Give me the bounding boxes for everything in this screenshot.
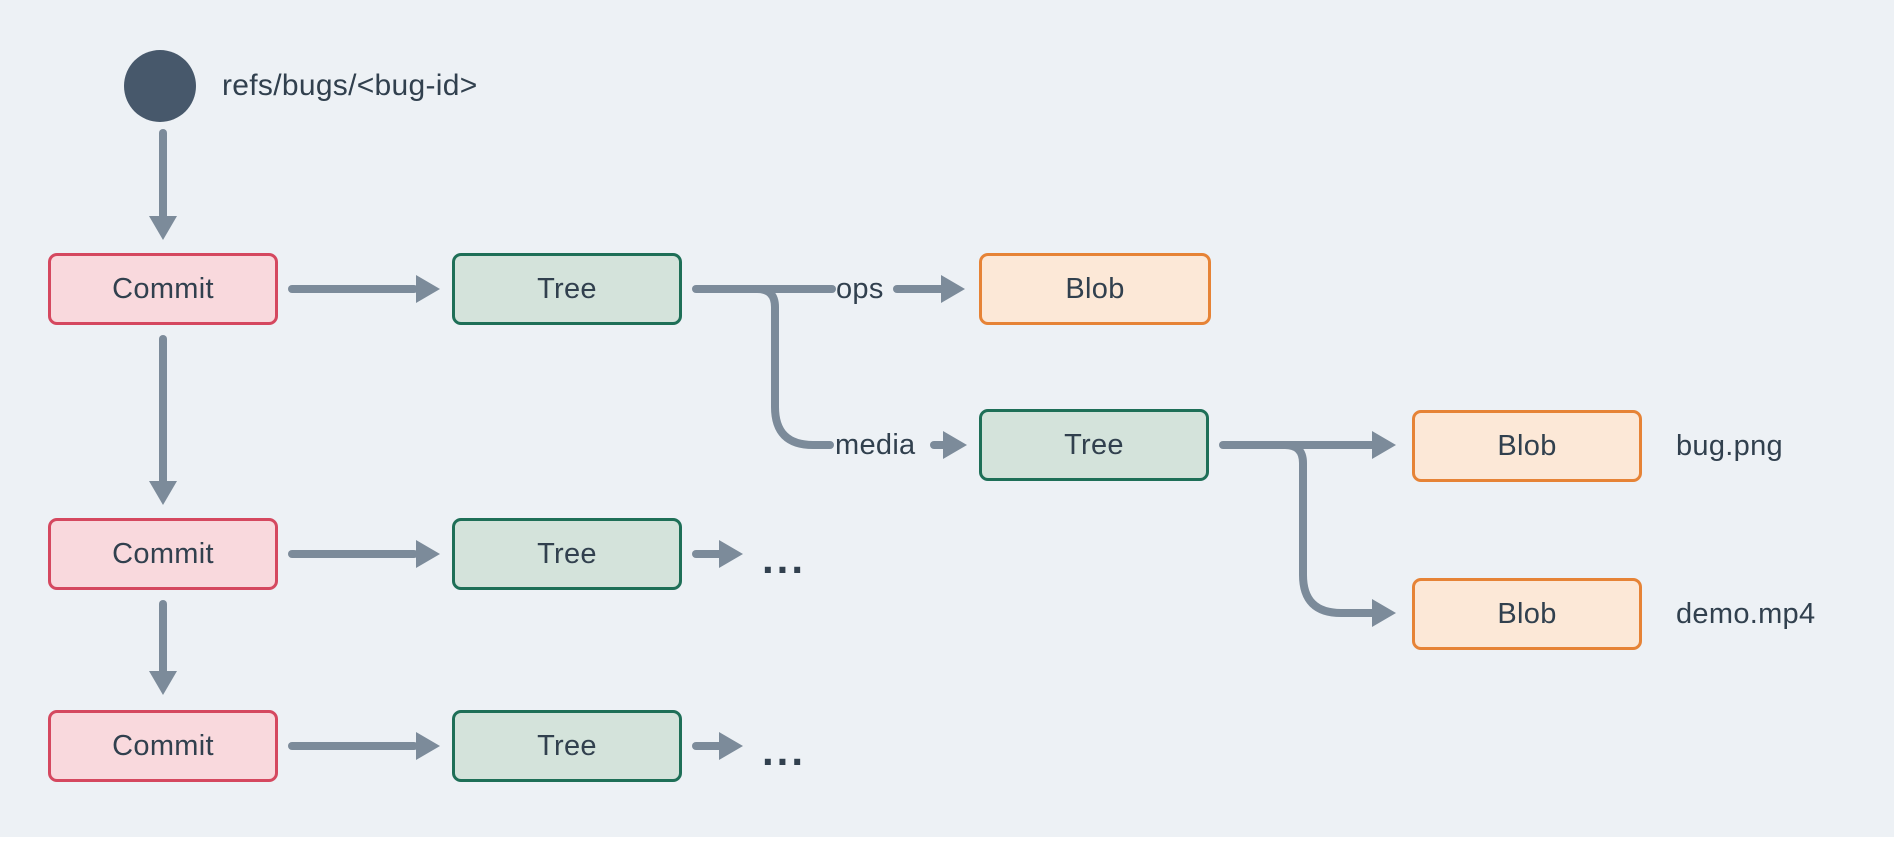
arrow-ref-to-commit1 <box>149 129 177 240</box>
arrow-commit2-to-tree3 <box>288 540 440 568</box>
commit-node-3: Commit <box>48 710 278 782</box>
file-label-demo-mp4: demo.mp4 <box>1676 597 1816 630</box>
commit-node-1: Commit <box>48 253 278 325</box>
arrow-tree4-to-more <box>692 732 743 760</box>
tree-node-1: Tree <box>452 253 682 325</box>
commit-node-2: Commit <box>48 518 278 590</box>
blob-node-ops: Blob <box>979 253 1211 325</box>
arrow-commit2-to-commit3 <box>149 600 177 695</box>
blob-node-demo-mp4: Blob <box>1412 578 1642 650</box>
arrow-ops-to-blob <box>893 275 965 303</box>
arrow-media-to-tree2 <box>930 431 967 459</box>
arrow-tree2-to-blob-bug <box>1219 431 1396 459</box>
ref-head-circle <box>124 50 196 122</box>
edge-tree1-to-media <box>753 285 834 449</box>
ellipsis-more-1: ... <box>762 535 807 582</box>
arrow-commit3-to-tree4 <box>288 732 440 760</box>
ellipsis-more-2: ... <box>762 727 807 774</box>
arrow-commit1-to-tree1 <box>288 275 440 303</box>
tree-node-3: Tree <box>452 518 682 590</box>
arrow-commit1-to-commit2 <box>149 335 177 505</box>
edge-label-ops: ops <box>836 272 884 305</box>
arrow-tree3-to-more <box>692 540 743 568</box>
edge-label-media: media <box>835 428 916 461</box>
tree-node-2: Tree <box>979 409 1209 481</box>
ref-label: refs/bugs/<bug-id> <box>222 69 478 102</box>
bottom-white-strip <box>0 837 1894 844</box>
tree-node-4: Tree <box>452 710 682 782</box>
blob-node-bug-png: Blob <box>1412 410 1642 482</box>
arrow-tree2-to-blob-demo <box>1281 441 1396 627</box>
file-label-bug-png: bug.png <box>1676 429 1783 462</box>
